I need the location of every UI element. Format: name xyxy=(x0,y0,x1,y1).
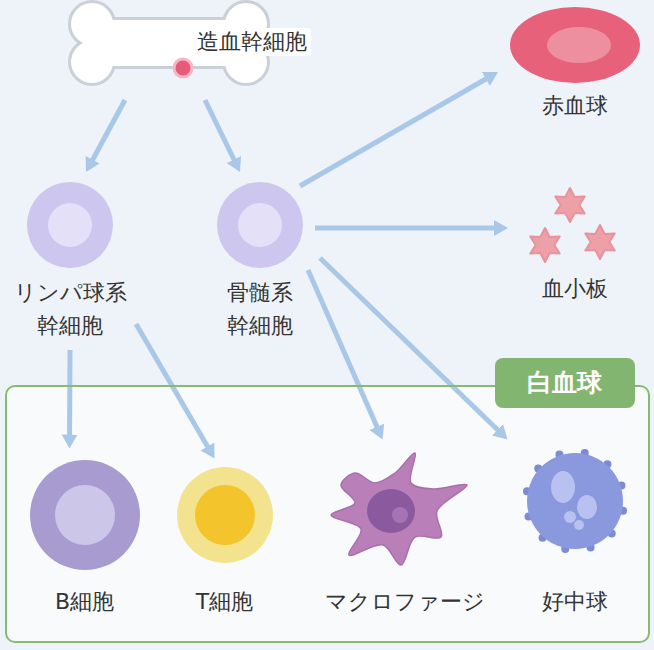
group-box: B細胞T細胞マクロファージ好中球白血球 xyxy=(5,385,650,643)
arrow-connector xyxy=(315,226,498,231)
cell-node: リンパ球系 幹細胞 xyxy=(0,178,144,342)
cell-label: T細胞 xyxy=(196,585,253,618)
arrow-connector xyxy=(308,270,378,430)
arrow-connector xyxy=(205,100,236,163)
b-cell-shape xyxy=(30,460,140,570)
cell-label: 好中球 xyxy=(542,585,608,618)
cell-label: 骨髄系 幹細胞 xyxy=(205,276,315,342)
group-heading: 白血球 xyxy=(495,358,635,408)
cell-node: 赤血球 xyxy=(505,5,645,122)
cell-label: リンパ球系 幹細胞 xyxy=(0,276,140,342)
cell-label: 血小板 xyxy=(542,272,608,305)
cell-label: 造血幹細胞 xyxy=(193,28,311,56)
cell-label: マクロファージ xyxy=(325,585,485,618)
cell-node: T細胞 xyxy=(170,465,280,618)
neutrophil-shape xyxy=(522,448,626,552)
arrow-connector xyxy=(91,100,125,163)
cell-label: 赤血球 xyxy=(542,89,608,122)
platelet-shapes xyxy=(530,188,614,262)
arrow-connector xyxy=(300,77,489,186)
red-cell-shape xyxy=(510,7,640,83)
stem-cell-shape xyxy=(217,182,303,268)
stem-cell-dot xyxy=(174,59,192,77)
cell-node: 骨髄系 幹細胞 xyxy=(200,178,320,342)
cell-figure xyxy=(0,178,140,272)
cell-label: B細胞 xyxy=(55,585,114,618)
bone-node: 造血幹細胞 xyxy=(60,0,350,90)
macrophage-shape xyxy=(330,452,466,564)
cell-figure xyxy=(25,455,145,575)
cell-figure xyxy=(515,445,635,557)
arrow-connector xyxy=(320,258,500,433)
t-cell-shape xyxy=(177,467,273,563)
cell-figure xyxy=(515,180,635,270)
cell-node: マクロファージ xyxy=(315,445,495,618)
stem-cell-shape xyxy=(27,182,113,268)
cell-node: 好中球 xyxy=(515,445,635,618)
cell-figure xyxy=(170,465,280,565)
cell-node: B細胞 xyxy=(25,455,145,618)
cell-figure xyxy=(505,5,645,85)
group-ground xyxy=(5,385,650,643)
cell-figure xyxy=(315,445,495,570)
arrow-connector xyxy=(67,350,72,439)
cell-node: 血小板 xyxy=(515,180,635,305)
cell-figure xyxy=(200,178,320,272)
